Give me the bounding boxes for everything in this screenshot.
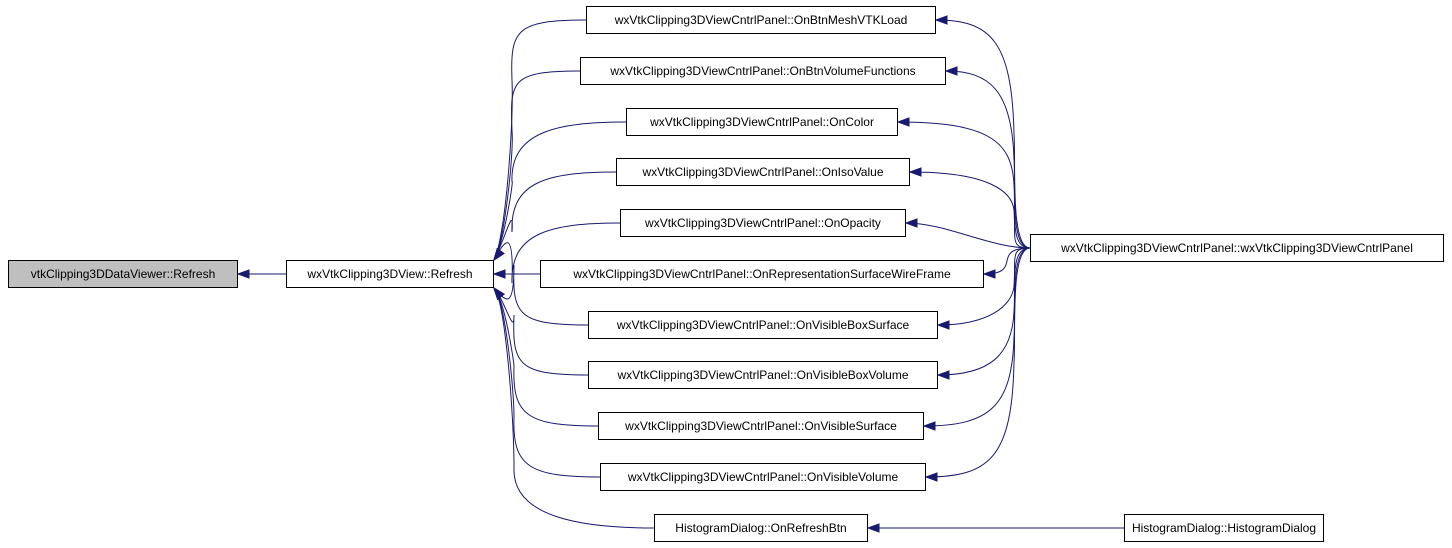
edge-ctor-to-boxvol-arrowhead xyxy=(936,370,950,380)
edge-vsurf-to-refresh xyxy=(493,287,599,427)
edge-histbtn-to-refresh-arrowhead xyxy=(493,286,505,300)
edge-mesh-to-refresh xyxy=(493,19,587,261)
node-on-btn-volume-functions[interactable]: wxVtkClipping3DViewCntrlPanel::OnBtnVolu… xyxy=(580,57,946,85)
edge-ctor-to-iso-arrowhead xyxy=(908,167,922,177)
node-on-visible-surface[interactable]: wxVtkClipping3DViewCntrlPanel::OnVisible… xyxy=(598,412,924,440)
edge-ctor-to-boxsurf xyxy=(937,247,1031,326)
node-cntrlpanel-constructor[interactable]: wxVtkClipping3DViewCntrlPanel::wxVtkClip… xyxy=(1030,234,1444,262)
edge-opacity-to-refresh xyxy=(493,222,621,284)
edge-ctor-to-boxvol xyxy=(937,247,1031,376)
node-histogramdialog-constructor[interactable]: HistogramDialog::HistogramDialog xyxy=(1124,514,1324,542)
edge-ctor-to-volfn-arrowhead xyxy=(944,66,958,76)
edge-ctor-to-mesh-arrowhead xyxy=(934,15,948,25)
edge-opacity-to-refresh-arrowhead xyxy=(493,247,505,262)
node-on-representation-surface-wire-frame[interactable]: wxVtkClipping3DViewCntrlPanel::OnReprese… xyxy=(540,260,984,288)
edge-color-to-refresh xyxy=(493,121,627,261)
edge-refresh-to-root-arrowhead xyxy=(236,269,250,279)
node-on-btn-mesh-vtk-load[interactable]: wxVtkClipping3DViewCntrlPanel::OnBtnMesh… xyxy=(586,6,936,34)
edge-ctor-to-repr-arrowhead xyxy=(982,269,996,279)
edge-ctor-to-opacity xyxy=(905,222,1031,249)
edge-repr-to-refresh-arrowhead xyxy=(492,269,506,279)
edge-ctor-to-vvol xyxy=(925,247,1031,478)
node-on-visible-box-surface[interactable]: wxVtkClipping3DViewCntrlPanel::OnVisible… xyxy=(588,311,938,339)
edge-vvol-to-refresh xyxy=(493,287,601,478)
edge-ctor-to-mesh xyxy=(935,19,1031,249)
node-wxvtkclipping3dview-refresh[interactable]: wxVtkClipping3DView::Refresh xyxy=(286,260,494,288)
edge-boxsurf-to-refresh xyxy=(493,264,589,326)
edge-ctor-to-opacity-arrowhead xyxy=(904,218,918,228)
edge-ctor-to-vsurf-arrowhead xyxy=(922,421,936,431)
edge-ctor-to-iso xyxy=(909,171,1031,249)
edge-ctor-to-volfn xyxy=(945,70,1031,249)
node-vtkclipping3ddataviewer-refresh: vtkClipping3DDataViewer::Refresh xyxy=(8,260,238,288)
node-on-visible-box-volume[interactable]: wxVtkClipping3DViewCntrlPanel::OnVisible… xyxy=(588,361,938,389)
node-on-visible-volume[interactable]: wxVtkClipping3DViewCntrlPanel::OnVisible… xyxy=(600,463,926,491)
edge-histbtn-to-refresh xyxy=(493,287,655,529)
node-on-color[interactable]: wxVtkClipping3DViewCntrlPanel::OnColor xyxy=(626,108,898,136)
edge-ctor-to-color xyxy=(897,121,1031,249)
edge-volfn-to-refresh xyxy=(493,70,581,261)
node-histogramdialog-on-refresh-btn[interactable]: HistogramDialog::OnRefreshBtn xyxy=(654,514,868,542)
edge-ctor-to-boxsurf-arrowhead xyxy=(936,320,950,330)
edge-ctor-to-vsurf xyxy=(923,247,1031,427)
edge-boxvol-to-refresh xyxy=(493,287,589,376)
edge-histctor-to-histbtn-arrowhead xyxy=(866,523,880,533)
edge-ctor-to-vvol-arrowhead xyxy=(924,472,938,482)
node-on-iso-value[interactable]: wxVtkClipping3DViewCntrlPanel::OnIsoValu… xyxy=(616,158,910,186)
edge-ctor-to-color-arrowhead xyxy=(896,117,910,127)
node-on-opacity[interactable]: wxVtkClipping3DViewCntrlPanel::OnOpacity xyxy=(620,209,906,237)
edge-iso-to-refresh xyxy=(493,171,617,261)
